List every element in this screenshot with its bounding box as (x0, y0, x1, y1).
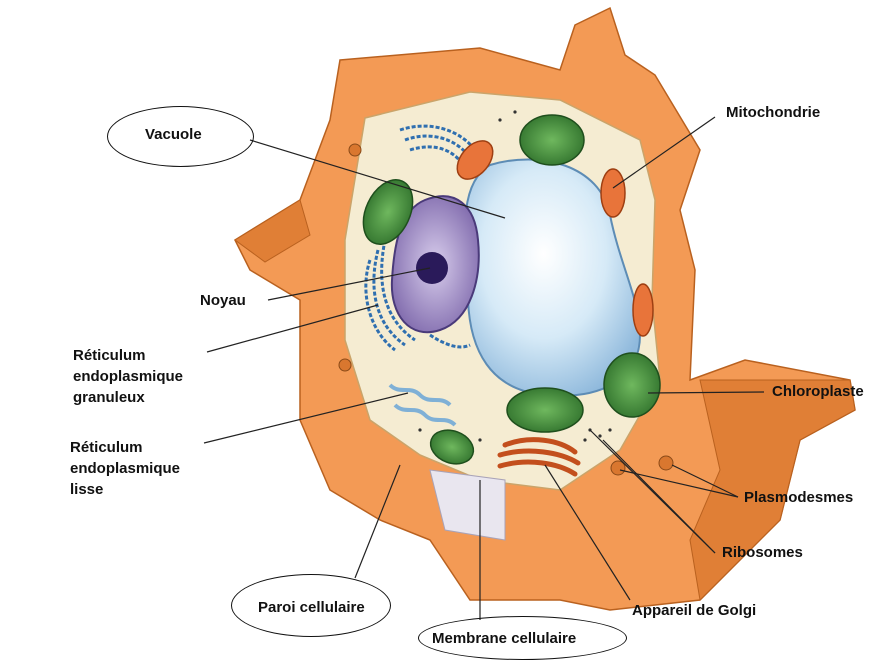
label-paroi-cellulaire: Paroi cellulaire (258, 597, 365, 618)
label-mitochondrie: Mitochondrie (726, 102, 820, 123)
label-reticulum-granuleux: Réticulum endoplasmique granuleux (73, 345, 183, 408)
label-reg-line3: granuleux (73, 387, 183, 408)
label-ribosomes: Ribosomes (722, 542, 803, 563)
label-noyau: Noyau (200, 290, 246, 311)
label-appareil-golgi: Appareil de Golgi (632, 600, 756, 621)
label-reticulum-lisse: Réticulum endoplasmique lisse (70, 437, 180, 500)
label-rel-line2: endoplasmique (70, 458, 180, 479)
label-chloroplaste: Chloroplaste (772, 381, 864, 402)
label-reg-line1: Réticulum (73, 345, 183, 366)
label-rel-line1: Réticulum (70, 437, 180, 458)
label-vacuole: Vacuole (145, 124, 202, 145)
label-reg-line2: endoplasmique (73, 366, 183, 387)
nucleolus (416, 252, 448, 284)
label-membrane-cellulaire: Membrane cellulaire (432, 628, 576, 649)
label-rel-line3: lisse (70, 479, 180, 500)
label-plasmodesmes: Plasmodesmes (744, 487, 853, 508)
